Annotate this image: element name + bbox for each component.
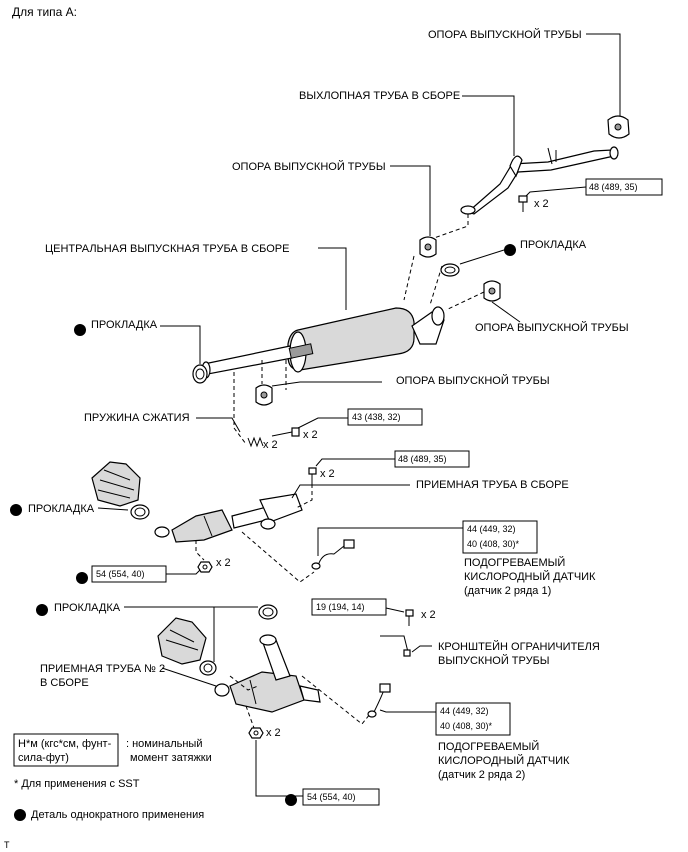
torque-box-6: [311, 598, 387, 616]
label-bracket-line2: ВЫПУСКНОЙ ТРУБЫ: [438, 654, 550, 667]
single-use-marker-torque-8: [285, 794, 297, 806]
qty-spring: x 2: [263, 439, 278, 451]
label-support-mid: ОПОРА ВЫПУСКНОЙ ТРУБЫ: [232, 160, 386, 173]
gasket-4-bottom-drawing: [199, 660, 217, 676]
single-use-marker-gasket-4: [36, 604, 48, 616]
exhaust-pipe-support-mid: [419, 236, 437, 258]
qty-nut-front-2: x 2: [266, 727, 281, 739]
label-gasket-1: ПРОКЛАДКА: [91, 319, 158, 331]
legend-single-use-text: Деталь однократного применения: [31, 809, 204, 821]
torque-box-7: [435, 702, 511, 736]
oxygen-sensor-bracket-drawing: [380, 635, 411, 657]
torque-4a: 44 (449, 32): [467, 524, 516, 534]
torque-box-8: [302, 788, 380, 806]
single-use-marker-torque-5: [76, 572, 88, 584]
qty-nut-front: x 2: [216, 557, 231, 569]
label-spring: ПРУЖИНА СЖАТИЯ: [84, 412, 190, 424]
front-exhaust-pipe-drawing: [154, 493, 303, 543]
torque-4b: 40 (408, 30)*: [467, 539, 520, 549]
label-o2-sensor-1-line1: ПОДОГРЕВАЕМЫЙ: [464, 556, 565, 569]
gasket-3-drawing: [130, 504, 150, 520]
legend-unit-desc-line1: : номинальный: [126, 738, 202, 750]
exhaust-pipe-support-right: [483, 280, 501, 302]
bolt-bracket: [405, 609, 414, 626]
corner-mark: T: [4, 840, 10, 850]
bolt-front-top: [308, 467, 317, 484]
torque-8: 54 (554, 40): [307, 792, 356, 802]
legend-unit-line2: сила-фут): [18, 752, 69, 764]
label-front-pipe: ПРИЕМНАЯ ТРУБА В СБОРЕ: [416, 479, 569, 491]
label-o2-sensor-1-line2: КИСЛОРОДНЫЙ ДАТЧИК: [464, 570, 596, 583]
bolt-center: [271, 427, 300, 437]
qty-bolt-tailpipe: x 2: [534, 198, 549, 210]
label-front-pipe-2-line2: В СБОРЕ: [40, 677, 89, 689]
legend-unit-box: [13, 733, 119, 767]
torque-box-2: [347, 408, 423, 426]
exhaust-tail-pipe-drawing: [460, 146, 619, 215]
gasket-1-drawing: [192, 364, 208, 384]
legend-unit-line1: Н*м (кгс*см, фунт-: [18, 738, 112, 750]
label-gasket-2: ПРОКЛАДКА: [520, 239, 587, 251]
label-support-right: ОПОРА ВЫПУСКНОЙ ТРУБЫ: [475, 321, 629, 334]
label-front-pipe-2-line1: ПРИЕМНАЯ ТРУБА № 2: [40, 663, 165, 675]
label-o2-sensor-2-line2: КИСЛОРОДНЫЙ ДАТЧИК: [438, 754, 570, 767]
legend-single-use-dot: [14, 809, 26, 821]
torque-1: 48 (489, 35): [589, 182, 638, 192]
label-support-low: ОПОРА ВЫПУСКНОЙ ТРУБЫ: [396, 374, 550, 387]
qty-bolt-bracket: x 2: [421, 609, 436, 621]
front-exhaust-pipe-2-drawing: [214, 634, 321, 713]
nut-front: [197, 561, 213, 573]
single-use-marker-gasket-2: [504, 244, 516, 256]
label-bracket-line1: КРОНШТЕЙН ОГРАНИЧИТЕЛЯ: [438, 640, 600, 653]
label-gasket-4: ПРОКЛАДКА: [54, 602, 121, 614]
torque-7b: 40 (408, 30)*: [440, 721, 493, 731]
nut-front-2: [248, 727, 264, 739]
torque-7a: 44 (449, 32): [440, 706, 489, 716]
label-o2-sensor-2-line1: ПОДОГРЕВАЕМЫЙ: [438, 740, 539, 753]
qty-bolt-front-top: x 2: [320, 468, 335, 480]
single-use-marker-gasket-1: [74, 324, 86, 336]
label-gasket-3: ПРОКЛАДКА: [28, 503, 95, 515]
heat-insulator-front2-drawing: [157, 617, 207, 665]
torque-5: 54 (554, 40): [96, 569, 145, 579]
torque-2: 43 (438, 32): [352, 412, 401, 422]
gasket-2-drawing: [440, 263, 460, 277]
qty-bolt-center: x 2: [303, 429, 318, 441]
label-support-top: ОПОРА ВЫПУСКНОЙ ТРУБЫ: [428, 28, 582, 41]
label-o2-sensor-1-line3: (датчик 2 ряда 1): [464, 585, 551, 597]
torque-6: 19 (194, 14): [316, 602, 365, 612]
center-exhaust-pipe-drawing: [201, 306, 445, 379]
oxygen-sensor-2-drawing: [367, 683, 391, 718]
page-title: Для типа А:: [12, 5, 77, 19]
single-use-marker-gasket-3: [10, 504, 22, 516]
bolt-tailpipe: [518, 195, 528, 212]
gasket-4-top-drawing: [258, 604, 278, 620]
exhaust-pipe-support-low: [255, 384, 273, 406]
oxygen-sensor-1-drawing: [311, 539, 355, 570]
exhaust-pipe-support-top: [607, 115, 630, 139]
torque-3: 48 (489, 35): [398, 454, 447, 464]
legend-sst-note: * Для применения с SST: [14, 778, 140, 790]
legend-unit-desc-line2: момент затяжки: [130, 752, 212, 764]
torque-box-4: [462, 520, 538, 554]
label-o2-sensor-2-line3: (датчик 2 ряда 2): [438, 769, 525, 781]
heat-insulator-front-drawing: [91, 461, 141, 507]
compression-spring-drawing: [247, 436, 264, 448]
label-tailpipe: ВЫХЛОПНАЯ ТРУБА В СБОРЕ: [299, 90, 460, 102]
label-center-pipe: ЦЕНТРАЛЬНАЯ ВЫПУСКНАЯ ТРУБА В СБОРЕ: [45, 243, 289, 255]
